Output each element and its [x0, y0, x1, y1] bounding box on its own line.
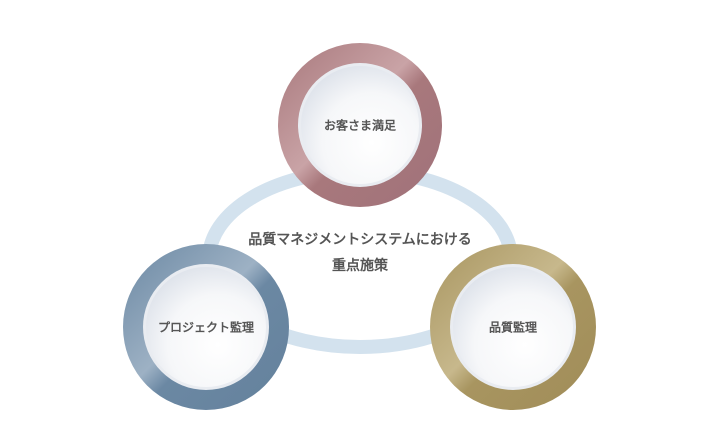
- center-title-line1: 品質マネジメントシステムにおける: [248, 232, 472, 248]
- node-label-customer-satisfaction: お客さま満足: [323, 118, 397, 133]
- node-customer-satisfaction: [278, 43, 442, 207]
- node-label-quality-management: 品質監理: [488, 320, 538, 335]
- node-label-project-management: プロジェクト監理: [157, 320, 255, 335]
- center-title-line2: 重点施策: [332, 258, 388, 274]
- node-quality-management: [430, 244, 596, 410]
- center-title: 品質マネジメントシステムにおける 重点施策: [248, 227, 472, 279]
- node-project-management: [123, 244, 289, 410]
